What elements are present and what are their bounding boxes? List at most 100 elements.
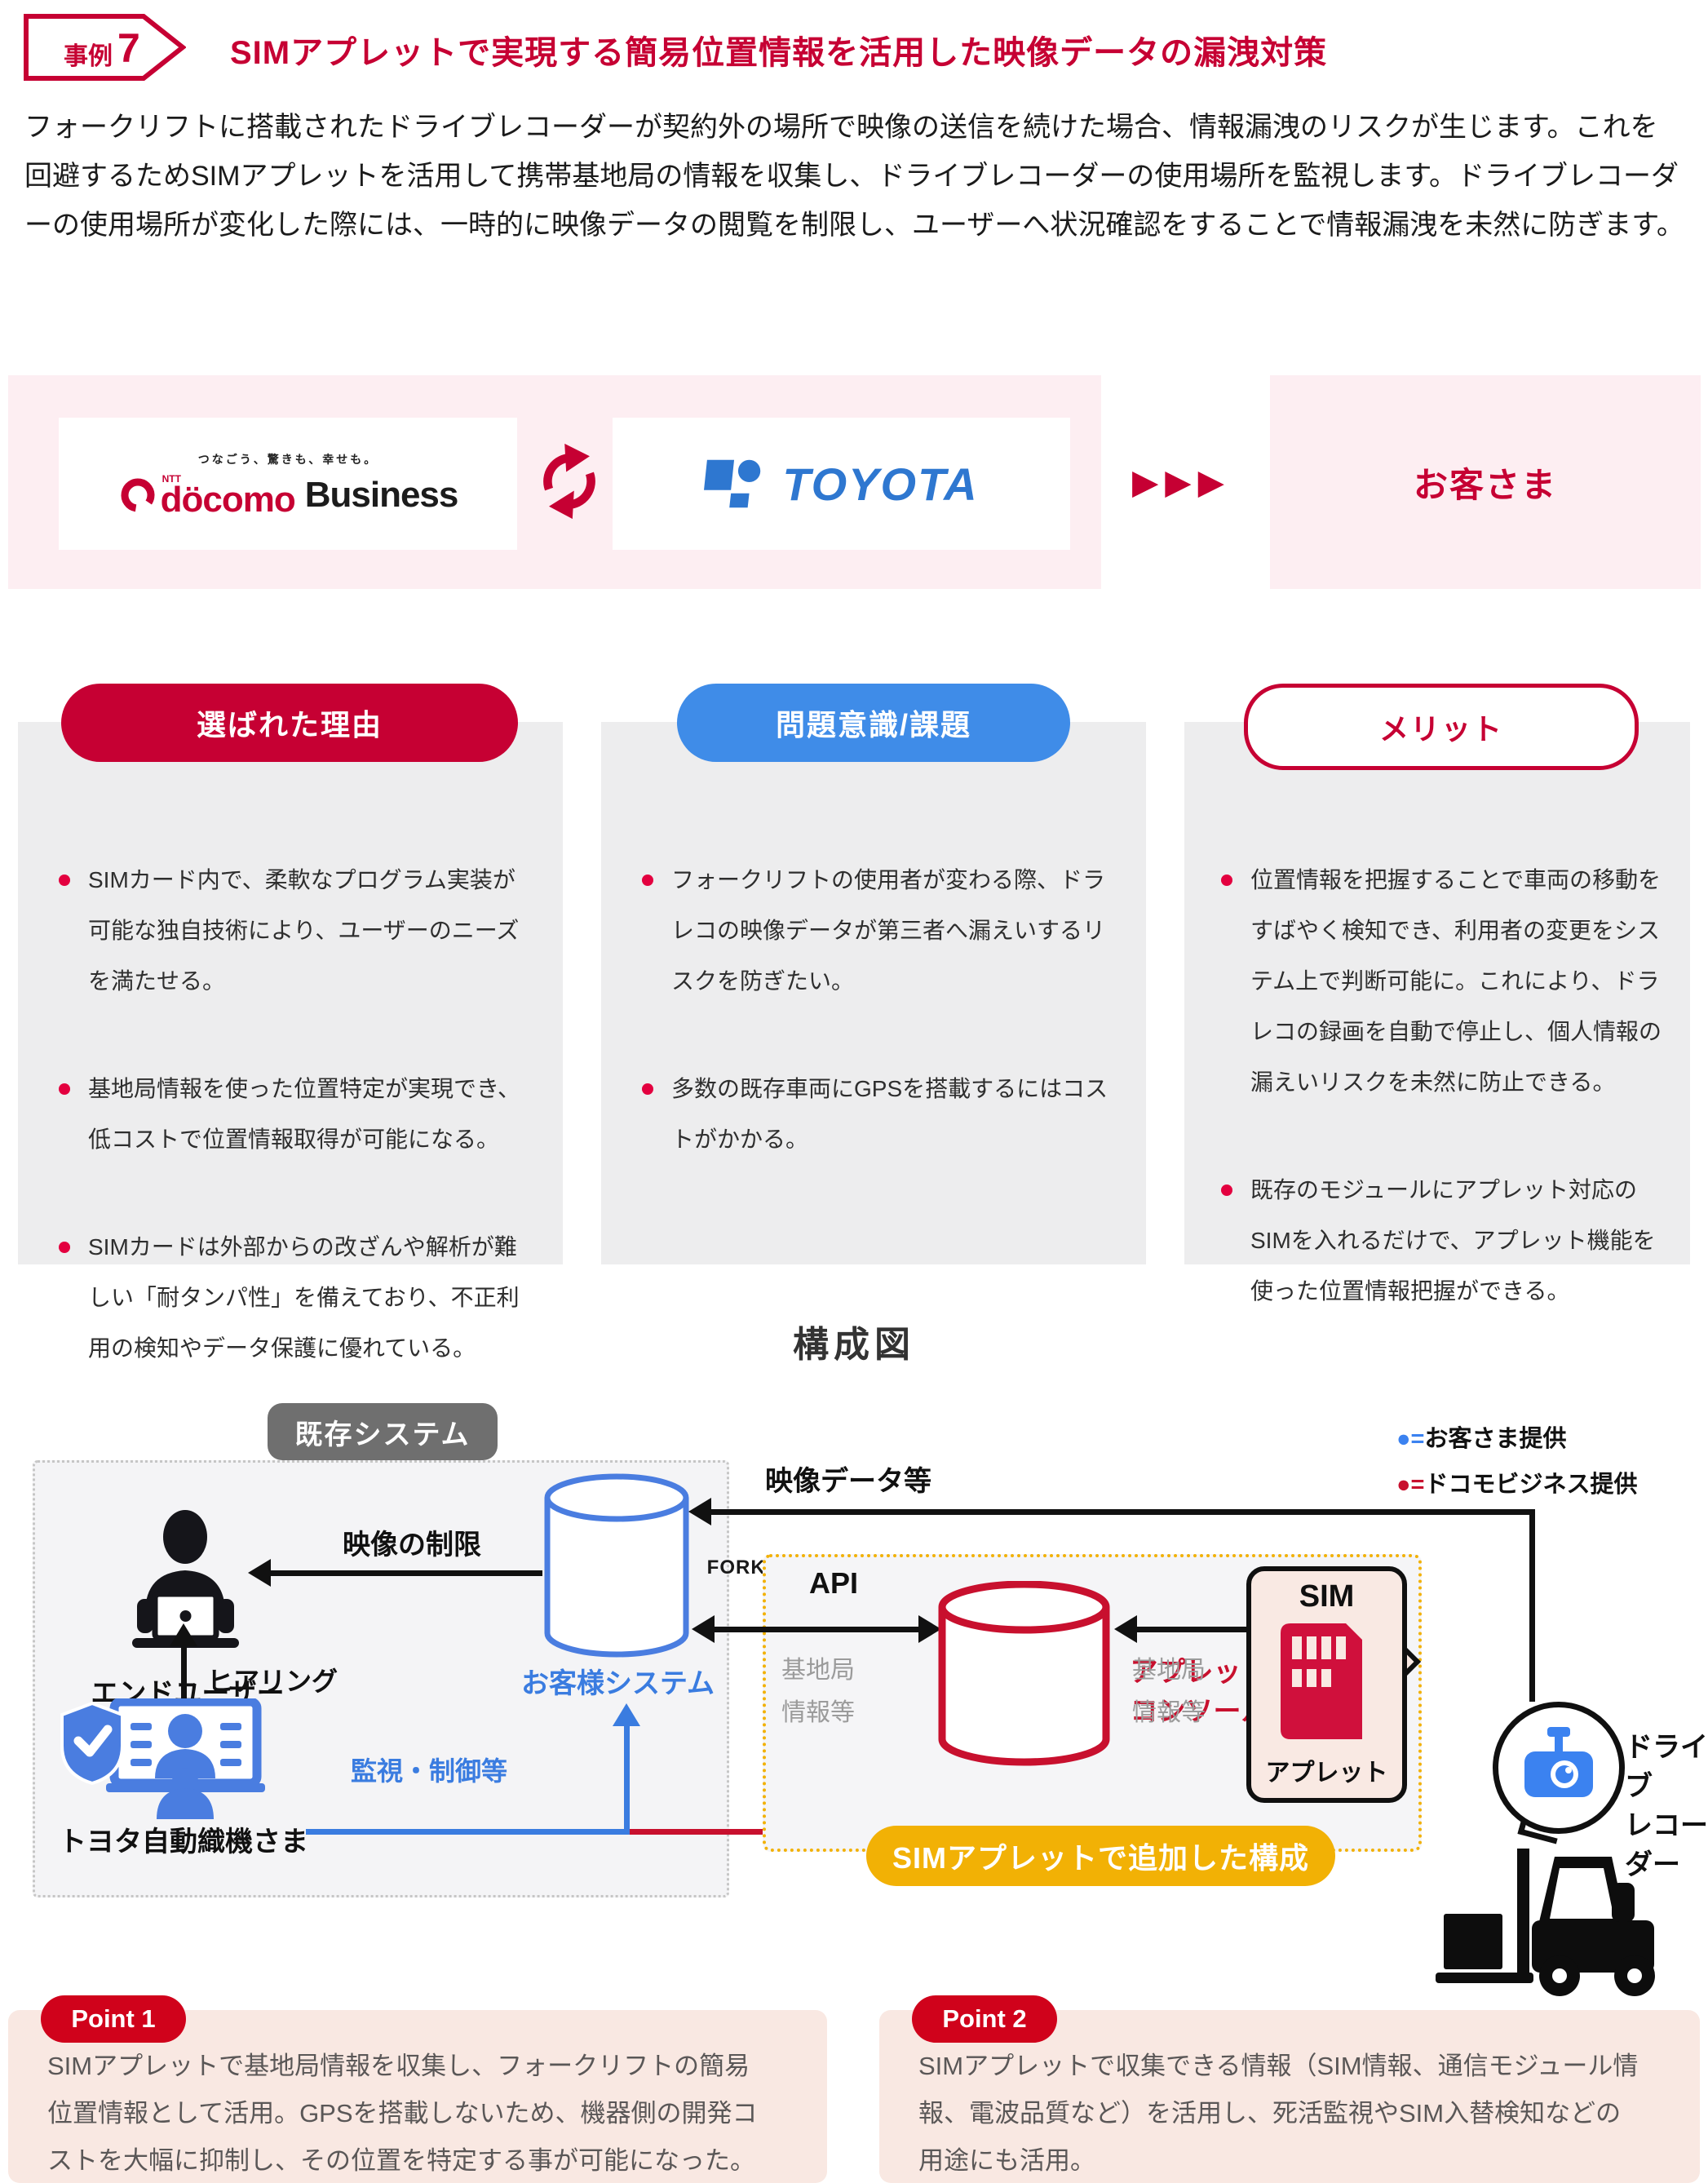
hearing-label: ヒアリング [207, 1667, 339, 1696]
bullet-dot-icon [59, 1242, 70, 1253]
toyota-staff-icon [57, 1697, 302, 1823]
toyota-logo-card: TOYOTA [613, 418, 1070, 550]
base-station-line1: 基地局 [781, 1657, 855, 1684]
bullet-text: 既存のモジュールにアプレット対応のSIMを入れるだけで、アプレット機能を使った位… [1250, 1177, 1656, 1304]
toyota-wordmark: TOYOTA [782, 458, 979, 510]
api-arrow-line [710, 1627, 923, 1632]
docomo-brand-label: döcomo [160, 480, 296, 520]
merits-card [1184, 722, 1690, 1264]
console-line1: アプレット [1130, 1657, 1269, 1688]
list-item: 多数の既存車両にGPSを搭載するにはコストがかかる。 [640, 1064, 1120, 1165]
sim-chip-icon [1281, 1623, 1372, 1743]
drive-recorder-line2: レコーダー [1625, 1810, 1708, 1880]
toyota-emblem-icon [704, 459, 761, 508]
forward-arrows-icon: ▶▶▶ [1132, 463, 1231, 501]
point1-badge: Point 1 [41, 1995, 186, 2043]
base-station-line2: 情報等 [1132, 1699, 1206, 1726]
sim-to-console-arrow-line [1132, 1627, 1248, 1632]
drive-recorder-line1: ドライブ [1625, 1732, 1708, 1802]
list-item: 位置情報を把握することで車両の移動をすばやく検知でき、利用者の変更をシステム上で… [1219, 855, 1666, 1108]
docomo-tagline: つなごう、驚きも、幸せも。 [197, 453, 378, 466]
video-restriction-label: 映像の制限 [343, 1530, 481, 1561]
forklore-database: FORKLORE [542, 1473, 822, 1658]
bullet-text: 多数の既存車両にGPSを搭載するにはコストがかかる。 [671, 1076, 1108, 1152]
customer-system-label: お客様システム [521, 1668, 715, 1699]
video-data-vertical-line [1529, 1509, 1535, 1702]
added-config-label: SIMアプレットで追加した構成 [892, 1841, 1309, 1875]
base-station-info-right-label: 基地局 情報等 [1132, 1649, 1206, 1734]
legend-customer-provided: ●=お客さま提供 [1396, 1419, 1566, 1454]
docomo-ntt-label: NTT [162, 473, 181, 485]
dashcam-icon [1524, 1727, 1593, 1797]
drive-recorder-bubble [1493, 1702, 1625, 1834]
bullet-dot-icon [1221, 875, 1232, 886]
docomo-logo: NTT döcomo Business [118, 473, 459, 520]
point2-badge-label: Point 2 [942, 2004, 1027, 2033]
bullet-dot-icon [642, 1083, 653, 1095]
video-data-arrow-line [706, 1509, 1535, 1515]
case-badge-outline-icon [24, 14, 187, 81]
bullet-text: 基地局情報を使った位置特定が実現でき、低コストで位置情報取得が可能になる。 [88, 1076, 521, 1152]
issues-header-label: 問題意識/課題 [775, 708, 971, 742]
api-label: API [809, 1566, 859, 1600]
reasons-header-pill: 選ばれた理由 [61, 684, 518, 762]
hearing-arrow-line [181, 1643, 187, 1742]
point1-text: SIMアプレットで基地局情報を収集し、フォークリフトの簡易位置情報として活用。G… [47, 2052, 758, 2175]
list-item: フォークリフトの使用者が変わる際、ドラレコの映像データが第三者へ漏えいするリスク… [640, 855, 1120, 1007]
database-cylinder-icon [544, 1473, 689, 1658]
docomo-wordmark: NTT döcomo [157, 473, 296, 520]
point2-text: SIMアプレットで収集できる情報（SIM情報、通信モジュール情報、電波品質など）… [918, 2052, 1639, 2175]
case-number-badge: 事例 7 [23, 13, 187, 82]
applet-label: アプレット [1265, 1760, 1388, 1787]
console-line2: コンソール [1130, 1696, 1269, 1727]
sim-label: SIM [1299, 1579, 1355, 1614]
video-data-label: 映像データ等 [765, 1466, 931, 1497]
bullet-text: フォークリフトの使用者が変わる際、ドラレコの映像データが第三者へ漏えいするリスク… [671, 867, 1106, 994]
forklift-icon [1436, 1834, 1680, 2001]
point1-badge-label: Point 1 [71, 2004, 156, 2033]
legend-blue-dot-icon: ●= [1396, 1426, 1425, 1452]
bullet-text: 位置情報を把握することで車両の移動をすばやく検知でき、利用者の変更をシステム上で… [1250, 867, 1662, 1095]
arrow-left-icon [688, 1498, 711, 1525]
reasons-bullet-list: SIMカード内で、柔軟なプログラム実装が可能な独自技術により、ユーザーのニーズを… [57, 855, 537, 1431]
bullet-dot-icon [642, 875, 653, 886]
merits-header-pill: メリット [1244, 684, 1639, 770]
page-title: SIMアプレットで実現する簡易位置情報を活用した映像データの漏洩対策 [230, 35, 1328, 71]
blue-up-arrow-line [624, 1723, 630, 1835]
database-cylinder-icon [938, 1580, 1110, 1766]
base-station-info-left-label: 基地局 情報等 [781, 1649, 855, 1734]
arrow-left-icon [248, 1559, 271, 1587]
bullet-text: SIMカードは外部からの改ざんや解析が難しい「耐タンパ性」を備えており、不正利用… [88, 1234, 520, 1361]
legend-red-dot-icon: ●= [1396, 1472, 1425, 1498]
sim-card: SIM アプレット [1246, 1566, 1407, 1803]
issues-header-pill: 問題意識/課題 [677, 684, 1070, 762]
diagram-title: 構成図 [793, 1325, 915, 1365]
list-item: 既存のモジュールにアプレット対応のSIMを入れるだけで、アプレット機能を使った位… [1219, 1165, 1666, 1317]
monitor-control-blue-line [306, 1829, 628, 1835]
bullet-dot-icon [59, 1083, 70, 1095]
bullet-text: SIMカード内で、柔軟なプログラム実装が可能な独自技術により、ユーザーのニーズを… [88, 867, 520, 994]
reasons-card [18, 722, 563, 1264]
issues-bullet-list: フォークリフトの使用者が変わる際、ドラレコの映像データが第三者へ漏えいするリスク… [640, 855, 1120, 1222]
reasons-header-label: 選ばれた理由 [196, 708, 383, 742]
legend-docomo-provided: ●=ドコモビジネス提供 [1396, 1465, 1637, 1499]
case-badge-label: 事例 [64, 43, 113, 70]
applet-console-database: アプレット コンソール [936, 1580, 1269, 1769]
docomo-business-label: Business [304, 475, 459, 515]
bullet-dot-icon [59, 875, 70, 886]
added-config-pill: SIMアプレットで追加した構成 [866, 1826, 1335, 1886]
issues-card [601, 722, 1146, 1264]
arrow-left-icon [1114, 1615, 1137, 1643]
arrow-up-icon [170, 1623, 197, 1646]
docomo-mark-icon [121, 478, 155, 512]
existing-system-label: 既存システム [294, 1419, 471, 1450]
merits-header-label: メリット [1378, 712, 1503, 746]
toyota-company-label: トヨタ自動織機さま [59, 1827, 308, 1858]
legend-label: ドコモビジネス提供 [1424, 1472, 1638, 1498]
merits-bullet-list: 位置情報を把握することで車両の移動をすばやく検知でき、利用者の変更をシステム上で… [1219, 855, 1666, 1374]
legend-label: お客さま提供 [1424, 1426, 1567, 1452]
exchange-refresh-icon [530, 439, 608, 524]
docomo-business-logo-card: つなごう、驚きも、幸せも。 NTT döcomo Business [59, 418, 517, 550]
arrow-up-icon [613, 1703, 640, 1726]
